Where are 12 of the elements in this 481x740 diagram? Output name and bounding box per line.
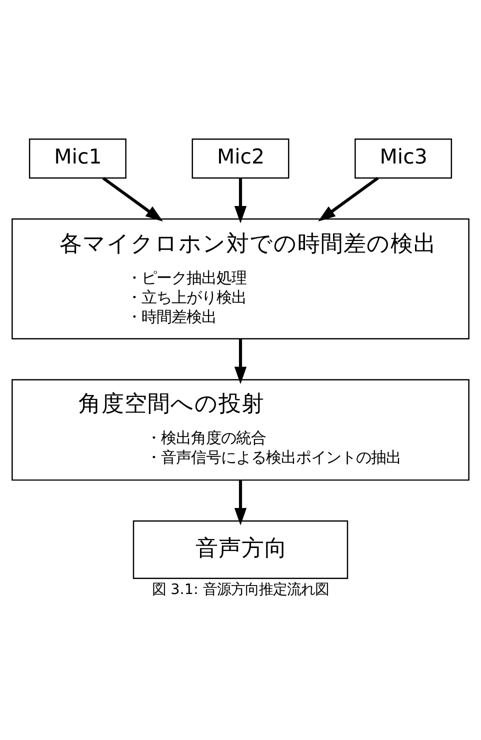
node-box: Mic1	[28, 138, 126, 178]
caption: 図 3.1: 音源方向推定流れ図	[152, 581, 329, 598]
arrow	[318, 176, 379, 222]
arrow	[234, 338, 247, 384]
node-box: 角度空間への投射 ・検出角度の統合 ・音声信号による検出ポイントの抽出	[12, 378, 470, 480]
node-box: 音声方向	[132, 520, 348, 578]
arrow	[102, 176, 163, 222]
arrow	[234, 178, 247, 223]
node-box: 各マイクロホン対での時間差の検出 ・ピーク抽出処理 ・立ち上がり検出 ・時間差検出	[12, 218, 470, 339]
arrow	[234, 480, 247, 525]
node-box: Mic2	[192, 138, 290, 178]
node-box: Mic3	[354, 138, 452, 178]
